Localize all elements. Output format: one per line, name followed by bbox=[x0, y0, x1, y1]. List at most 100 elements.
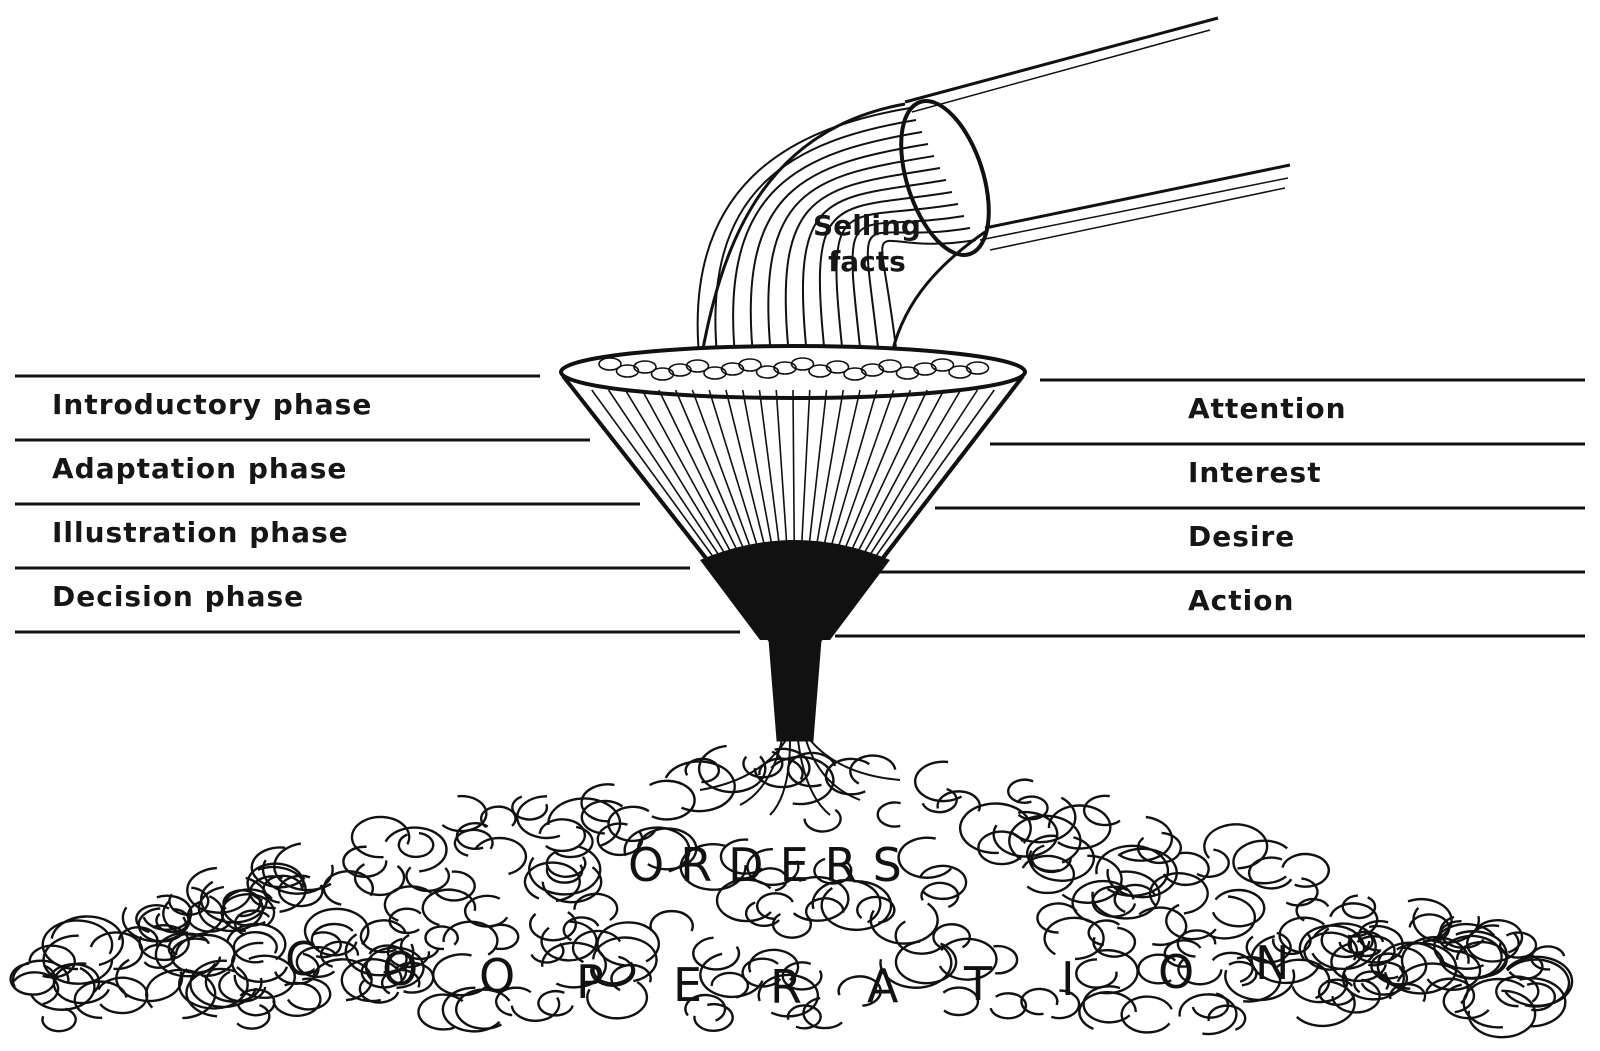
pile-curl bbox=[272, 981, 322, 1017]
pile-curl bbox=[1008, 814, 1082, 864]
pile-curl bbox=[1050, 989, 1081, 1020]
pile-curl bbox=[168, 886, 210, 916]
pile-curl bbox=[1020, 987, 1059, 1016]
pile-curl bbox=[441, 986, 501, 1033]
stream-line bbox=[732, 131, 923, 366]
pile-curl bbox=[1250, 935, 1321, 985]
pile-curl bbox=[474, 836, 528, 876]
pile-curl bbox=[1370, 952, 1403, 980]
pile-curl bbox=[742, 750, 784, 779]
pile-curl bbox=[441, 794, 488, 833]
pile-curl bbox=[571, 929, 622, 964]
stream-line bbox=[767, 155, 935, 366]
pile-curl bbox=[311, 958, 373, 1002]
pile-curl bbox=[464, 894, 509, 928]
pile-curl bbox=[1317, 978, 1356, 1006]
pile-curl bbox=[52, 962, 110, 1005]
pile-curl bbox=[42, 934, 114, 985]
pile-curl bbox=[28, 944, 76, 979]
pile-curl bbox=[679, 843, 747, 891]
stream-line bbox=[784, 167, 941, 366]
pile-curl bbox=[715, 878, 772, 923]
pile-curl bbox=[1163, 939, 1202, 968]
pile-curl bbox=[1347, 930, 1385, 958]
pile-curl bbox=[1232, 839, 1288, 885]
pile-curl bbox=[236, 1003, 271, 1030]
pile-curl bbox=[897, 836, 953, 879]
stream-edge bbox=[888, 230, 986, 363]
pile-curl bbox=[1113, 883, 1156, 914]
pile-curl bbox=[1519, 977, 1567, 1028]
stage-label-action: Action bbox=[1188, 584, 1295, 617]
pile-curl bbox=[495, 986, 532, 1017]
pile-curl bbox=[30, 966, 96, 1011]
pile-curl bbox=[748, 948, 800, 981]
pile-curl bbox=[295, 946, 337, 978]
pile-curl bbox=[1466, 924, 1520, 963]
pile-curl bbox=[553, 825, 594, 859]
pile-curl bbox=[364, 946, 425, 989]
pile-curl bbox=[286, 977, 332, 1011]
pile-curl bbox=[786, 1004, 822, 1030]
funnel-bubble bbox=[878, 359, 902, 373]
pile-curl bbox=[1329, 902, 1379, 938]
pile-curl bbox=[1026, 834, 1060, 873]
pile-curl bbox=[596, 921, 661, 967]
phase-label-adaptation: Adaptation phase bbox=[52, 452, 348, 485]
cooperation-letter: P bbox=[576, 954, 604, 1009]
pile-curl bbox=[395, 961, 435, 994]
pile-curl bbox=[1075, 958, 1118, 989]
pile-curl bbox=[684, 993, 727, 1022]
stream-line bbox=[818, 191, 953, 366]
pile-curl bbox=[649, 909, 694, 932]
phase-label-introductory: Introductory phase bbox=[52, 388, 373, 421]
funnel-bubble bbox=[930, 358, 955, 372]
pile-curl bbox=[1021, 854, 1076, 895]
pile-curl bbox=[277, 874, 324, 908]
pile-curl bbox=[386, 937, 431, 969]
pile-curl bbox=[938, 937, 998, 981]
pile-curl bbox=[121, 906, 192, 943]
cooperation-letter: I bbox=[1061, 951, 1075, 1006]
pile-curl bbox=[1091, 870, 1161, 920]
phase-lines bbox=[15, 374, 1585, 638]
pile-curl bbox=[233, 954, 296, 999]
pile-curl bbox=[186, 900, 232, 933]
pile-curl bbox=[1376, 941, 1445, 990]
pile-curl bbox=[710, 971, 750, 999]
pile-curl bbox=[1495, 975, 1540, 1008]
pile-curl bbox=[802, 996, 843, 1030]
pile-curl bbox=[530, 942, 565, 964]
pile-curl bbox=[580, 799, 624, 835]
pile-curl bbox=[596, 822, 644, 857]
stage-label-desire: Desire bbox=[1188, 520, 1296, 553]
pile-curl bbox=[1274, 958, 1331, 1000]
pile-curl bbox=[1061, 854, 1123, 904]
pile-curl bbox=[1091, 885, 1137, 918]
cooperation-letter: R bbox=[770, 959, 802, 1014]
pile-curl bbox=[921, 787, 958, 814]
pile-curl bbox=[1028, 836, 1095, 882]
pile-curl bbox=[199, 876, 269, 924]
pile-curl bbox=[693, 1002, 734, 1032]
selling-facts-line1: Selling bbox=[813, 209, 921, 242]
pile-curl bbox=[792, 875, 850, 922]
pile-curl bbox=[590, 961, 636, 987]
pile-curl bbox=[231, 941, 289, 983]
pile-curl bbox=[340, 957, 403, 1003]
pile-curl bbox=[50, 915, 124, 967]
pile-curl bbox=[1526, 982, 1556, 1012]
pile-curl bbox=[1047, 804, 1112, 850]
pile-curl bbox=[143, 943, 176, 969]
pile-curl bbox=[541, 866, 603, 904]
pile-curl bbox=[636, 827, 698, 871]
pile-curl bbox=[692, 936, 741, 971]
pile-curl bbox=[1467, 989, 1537, 1039]
pile-curl bbox=[310, 922, 358, 957]
pile-curl bbox=[1120, 995, 1173, 1034]
pile-curl bbox=[41, 1007, 77, 1033]
pile-curl bbox=[421, 888, 477, 927]
pile-curl bbox=[649, 779, 696, 821]
pile-curl bbox=[719, 838, 764, 875]
stream-line bbox=[881, 239, 977, 366]
